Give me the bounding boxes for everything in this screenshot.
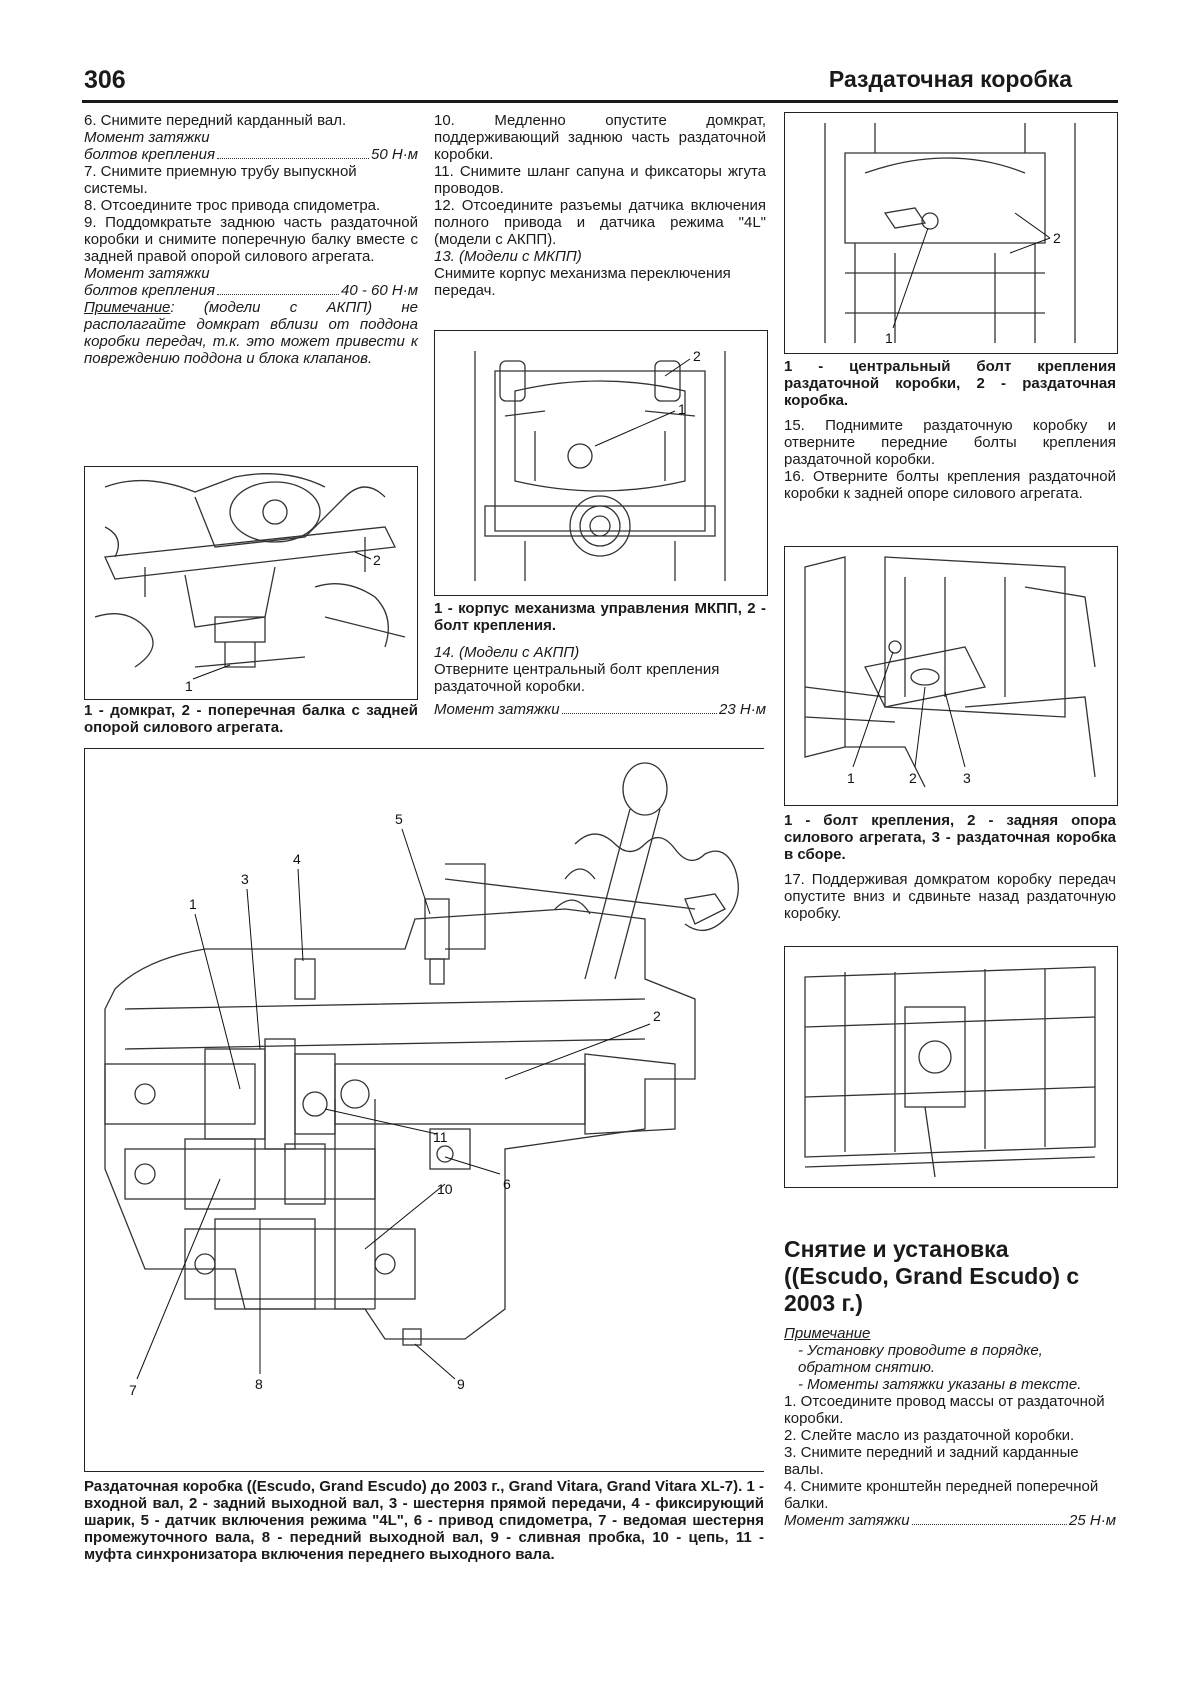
figure-center-bolt: 1 2 <box>784 112 1118 354</box>
step-15: 15. Поднимите раздаточную коробку и отве… <box>784 417 1116 468</box>
torque-line: Момент затяжки 25 Н·м <box>784 1512 1116 1529</box>
column-2-text: 10. Медленно опустите домкрат, поддержив… <box>434 112 766 299</box>
callout-7: 7 <box>129 1382 137 1398</box>
note-text: : (модели с АКПП) не располагайте домкра… <box>84 299 418 367</box>
callout-1: 1 <box>885 330 893 346</box>
section-heading: Снятие и установка ((Escudo, Grand Escud… <box>784 1236 1080 1316</box>
step-3: 3. Снимите передний и задний карданные в… <box>784 1444 1079 1478</box>
step-1: 1. Отсоедините провод массы от раздаточн… <box>784 1393 1105 1427</box>
callout-11: 11 <box>433 1129 448 1145</box>
torque-value: 25 Н·м <box>1069 1512 1116 1529</box>
figure-caption: 1 - корпус механизма управления МКПП, 2 … <box>434 600 766 634</box>
step-17: 17. Поддерживая домкратом коробку переда… <box>784 871 1116 922</box>
torque-label: Момент затяжки <box>84 265 210 282</box>
torque-value: 23 Н·м <box>719 701 766 718</box>
column-2-text-lower: 1 - корпус механизма управления МКПП, 2 … <box>434 600 766 718</box>
step-14: 14. (Модели с АКПП) <box>434 644 580 661</box>
figure-transfer-lowered <box>784 946 1118 1188</box>
leader-dots <box>911 1512 1068 1525</box>
jack-crossmember-drawing: 1 2 <box>94 473 406 694</box>
figure-jack-crossmember: 1 2 <box>84 466 418 700</box>
note-bullet: - Моменты затяжки указаны в тексте. <box>798 1376 1082 1393</box>
callout-1: 1 <box>678 401 686 417</box>
note-label: Примечание <box>84 299 171 316</box>
step-14-text: Отверните центральный болт крепления раз… <box>434 661 720 695</box>
note: Примечание: (модели с АКПП) не располага… <box>84 299 418 367</box>
callout-2: 2 <box>693 348 701 364</box>
torque-value: 50 Н·м <box>371 146 418 163</box>
center-bolt-drawing: 1 2 <box>824 123 1076 346</box>
callout-8: 8 <box>255 1376 263 1392</box>
figure-caption: 1 - домкрат, 2 - поперечная балка с задн… <box>84 702 418 736</box>
callout-3: 3 <box>963 770 971 786</box>
callout-2: 2 <box>373 552 381 568</box>
step-9: 9. Поддомкратьте заднюю часть раздаточно… <box>84 214 418 265</box>
step-11: 11. Снимите шланг сапуна и фиксаторы жгу… <box>434 163 766 197</box>
callout-1: 1 <box>189 896 197 912</box>
column-3-text-upper: 1 - центральный болт крепления раздаточн… <box>784 358 1116 502</box>
figure-transfer-case-section: 1 2 3 4 5 6 7 8 9 10 11 Раздаточная коро… <box>84 748 764 1670</box>
step-8: 8. Отсоедините трос привода спидометра. <box>84 197 381 214</box>
callout-3: 3 <box>241 871 249 887</box>
column-3-text-middle: 1 - болт крепления, 2 - задняя опора сил… <box>784 812 1116 922</box>
torque-label: Момент затяжки <box>784 1512 910 1529</box>
callout-10: 10 <box>437 1181 453 1197</box>
leader-dots <box>217 282 340 295</box>
step-2: 2. Слейте масло из раздаточной коробки. <box>784 1427 1075 1444</box>
callout-1: 1 <box>847 770 855 786</box>
note-label: Примечание <box>784 1325 871 1342</box>
callout-2: 2 <box>909 770 917 786</box>
torque-line: болтов крепления 40 - 60 Н·м <box>84 282 418 299</box>
leader-dots <box>217 146 370 159</box>
torque-line: болтов крепления 50 Н·м <box>84 146 418 163</box>
page-title: Раздаточная коробка <box>828 66 1072 92</box>
torque-line: Момент затяжки 23 Н·м <box>434 701 766 718</box>
column-1-text: 6. Снимите передний карданный вал. Момен… <box>84 112 418 367</box>
note-bullet: - Установку проводите в порядке, обратно… <box>798 1342 1043 1376</box>
step-6: 6. Снимите передний карданный вал. <box>84 112 347 129</box>
transfer-lowered-drawing <box>804 966 1096 1178</box>
figure-caption: 1 - центральный болт крепления раздаточн… <box>784 358 1116 409</box>
step-13-text: Снимите корпус механизма переключения пе… <box>434 265 731 299</box>
figure-rear-mount: 1 2 3 <box>784 546 1118 806</box>
step-16: 16. Отверните болты крепления раздаточно… <box>784 468 1116 502</box>
callout-9: 9 <box>457 1376 465 1392</box>
callout-2: 2 <box>653 1008 661 1024</box>
figure-shift-housing: 2 1 <box>434 330 768 596</box>
page-number: 306 <box>84 66 126 94</box>
figure-caption: 1 - болт крепления, 2 - задняя опора сил… <box>784 812 1116 863</box>
callout-1: 1 <box>185 678 193 694</box>
rear-mount-drawing: 1 2 3 <box>804 556 1096 788</box>
shift-housing-drawing: 2 1 <box>474 348 726 581</box>
torque-label: Момент затяжки <box>84 129 210 146</box>
callout-4: 4 <box>293 851 301 867</box>
transfer-case-drawing: 1 2 3 4 5 6 7 8 9 10 11 <box>104 762 739 1398</box>
main-figure-caption: Раздаточная коробка ((Escudo, Grand Escu… <box>84 1478 764 1563</box>
callout-5: 5 <box>395 811 403 827</box>
torque-value: 40 - 60 Н·м <box>341 282 418 299</box>
column-3-text-lower: Снятие и установка ((Escudo, Grand Escud… <box>784 1236 1116 1529</box>
torque-label: Момент затяжки <box>434 701 560 718</box>
leader-dots <box>561 701 718 714</box>
torque-label: болтов крепления <box>84 146 216 163</box>
torque-label: болтов крепления <box>84 282 216 299</box>
step-12: 12. Отсоедините разъемы датчика включени… <box>434 197 766 248</box>
callout-6: 6 <box>503 1176 511 1192</box>
transfer-case-drawing-frame: 1 2 3 4 5 6 7 8 9 10 11 <box>84 748 764 1472</box>
step-10: 10. Медленно опустите домкрат, поддержив… <box>434 112 766 163</box>
header-rule <box>82 100 1118 103</box>
callout-2: 2 <box>1053 230 1061 246</box>
step-7: 7. Снимите приемную трубу выпускной сист… <box>84 163 357 197</box>
step-4: 4. Снимите кронштейн передней поперечной… <box>784 1478 1099 1512</box>
step-13: 13. (Модели с МКПП) <box>434 248 582 265</box>
